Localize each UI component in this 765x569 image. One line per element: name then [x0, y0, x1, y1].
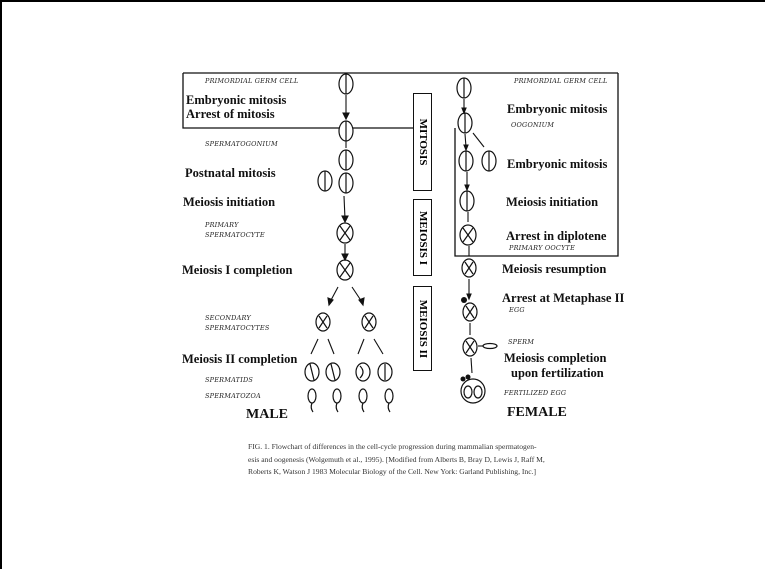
primary-oocyte-label: PRIMARY OOCYTE [509, 244, 576, 252]
postnatal-mitosis: Postnatal mitosis [185, 166, 276, 180]
caption-line-2: esis and oogenesis (Wolgemuth et al., 19… [248, 454, 545, 464]
male-meiosis-initiation: Meiosis initiation [183, 195, 276, 209]
male-label: MALE [246, 407, 288, 422]
spermatozoon-3 [358, 388, 368, 404]
female-label: FEMALE [507, 405, 567, 420]
male-mitosis-box [182, 73, 413, 129]
spermatozoa-label: SPERMATOZOA [205, 392, 261, 400]
meiosis-resumption: Meiosis resumption [502, 262, 607, 276]
female-primordial-label: PRIMORDIAL GERM CELL [514, 77, 608, 85]
egg-label: EGG [509, 306, 525, 314]
spermatozoon-2 [332, 388, 342, 404]
sperm-label: SPERM [508, 338, 535, 346]
secondary-spermatocytes-label-1: SECONDARY [205, 314, 251, 322]
spermatozoon-1 [307, 388, 317, 404]
spermatids-label: SPERMATIDS [205, 376, 254, 384]
oogonium-label: OOGONIUM [511, 121, 555, 129]
meiosis-completion-line-2: upon fertilization [511, 366, 604, 380]
caption-line-1: FIG. 1. Flowchart of differences in the … [248, 442, 537, 451]
female-embryonic-mitosis-2: Embryonic mitosis [507, 157, 608, 171]
fertilized-egg-label: FERTILIZED EGG [504, 389, 567, 397]
primary-spermatocyte-label-2: SPERMATOCYTE [205, 231, 265, 239]
arrest-in-diplotene: Arrest in diplotene [506, 229, 607, 243]
spermatozoon-4 [384, 388, 394, 404]
sperm-cell [482, 342, 498, 350]
male-arrest-of-mitosis: Arrest of mitosis [186, 107, 275, 121]
figure-caption: FIG. 1. Flowchart of differences in the … [248, 441, 563, 479]
secondary-spermatocytes-label-2: SPERMATOCYTES [205, 324, 270, 332]
meiosis-i-completion: Meiosis I completion [182, 263, 293, 277]
meiosis-completion-line-1: Meiosis completion [504, 351, 607, 365]
phase-meiosis-i-label: MEIOSIS I [416, 210, 429, 265]
phase-meiosis-ii-label: MEIOSIS II [416, 299, 429, 358]
meiosis-ii-completion: Meiosis II completion [182, 352, 298, 366]
female-embryonic-mitosis-1: Embryonic mitosis [507, 102, 608, 116]
phase-mitosis-box: MITOSIS [413, 93, 432, 191]
phase-meiosis-i-box: MEIOSIS I [413, 199, 432, 276]
arrest-metaphase-ii: Arrest at Metaphase II [502, 291, 625, 305]
spermatogonium-label: SPERMATOGONIUM [205, 140, 278, 148]
primary-spermatocyte-label-1: PRIMARY [205, 221, 239, 229]
phase-mitosis-label: MITOSIS [416, 118, 429, 166]
female-meiosis-initiation: Meiosis initiation [506, 195, 599, 209]
phase-meiosis-ii-box: MEIOSIS II [413, 286, 432, 371]
male-primordial-label: PRIMORDIAL GERM CELL [205, 77, 299, 85]
caption-line-3: Roberts K, Watson J 1983 Molecular Biolo… [248, 467, 536, 476]
male-embryonic-mitosis: Embryonic mitosis [186, 93, 287, 107]
female-box [454, 73, 619, 257]
